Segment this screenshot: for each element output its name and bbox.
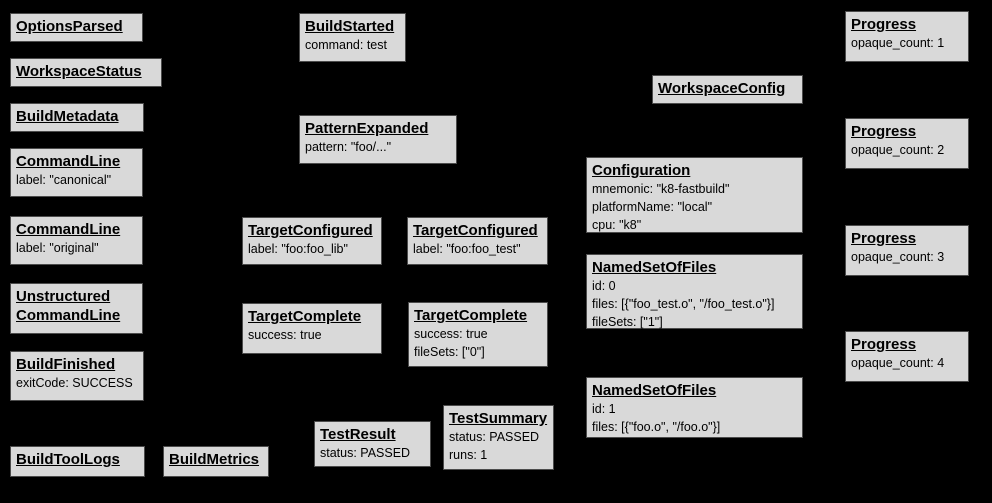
event-title: Progress xyxy=(851,123,917,140)
event-title: TargetComplete xyxy=(414,307,528,324)
event-box-command-line-original: CommandLine label: "original" xyxy=(10,216,143,265)
event-box-progress-3: Progress opaque_count: 3 xyxy=(845,225,969,276)
event-field: label: "original" xyxy=(16,241,99,255)
event-box-command-line-canonical: CommandLine label: "canonical" xyxy=(10,148,143,197)
event-field: files: [{"foo_test.o", "/foo_test.o"}] xyxy=(592,297,775,311)
event-field: success: true xyxy=(248,328,322,342)
event-title: Progress xyxy=(851,230,917,247)
event-field: cpu: "k8" xyxy=(592,218,642,232)
event-field: label: "canonical" xyxy=(16,173,112,187)
event-box-named-set-of-files-1: NamedSetOfFiles id: 1 files: [{"foo.o", "/… xyxy=(586,377,803,438)
event-title: BuildMetrics xyxy=(169,451,260,468)
event-title: PatternExpanded xyxy=(305,120,429,137)
event-title: Progress xyxy=(851,16,917,33)
event-box-progress-1: Progress opaque_count: 1 xyxy=(845,11,969,62)
event-field: label: "foo:foo_test" xyxy=(413,242,521,256)
event-title: TestSummary xyxy=(449,410,548,427)
event-box-options-parsed: OptionsParsed xyxy=(10,13,143,42)
event-box-target-complete-foo-lib: TargetComplete success: true xyxy=(242,303,382,354)
event-box-named-set-of-files-0: NamedSetOfFiles id: 0 files: [{"foo_test.o… xyxy=(586,254,803,329)
event-field: runs: 1 xyxy=(449,448,488,462)
event-title: NamedSetOfFiles xyxy=(592,259,717,276)
event-field: opaque_count: 3 xyxy=(851,250,945,264)
event-title: TargetConfigured xyxy=(413,222,538,239)
event-field: success: true xyxy=(414,327,488,341)
event-title: TargetConfigured xyxy=(248,222,373,239)
event-box-progress-4: Progress opaque_count: 4 xyxy=(845,331,969,382)
event-box-workspace-status: WorkspaceStatus xyxy=(10,58,162,87)
event-box-test-result: TestResult status: PASSED xyxy=(314,421,431,467)
event-box-build-finished: BuildFinished exitCode: SUCCESS xyxy=(10,351,144,401)
event-field: mnemonic: "k8-fastbuild" xyxy=(592,182,730,196)
event-box-build-metadata: BuildMetadata xyxy=(10,103,144,132)
event-field: exitCode: SUCCESS xyxy=(16,376,133,390)
event-field: pattern: "foo/..." xyxy=(305,140,392,154)
event-field: id: 1 xyxy=(592,402,616,416)
event-field: status: PASSED xyxy=(449,430,540,444)
event-box-progress-2: Progress opaque_count: 2 xyxy=(845,118,969,169)
event-title: Progress xyxy=(851,336,917,353)
event-field: platformName: "local" xyxy=(592,200,713,214)
event-title: BuildStarted xyxy=(305,18,395,35)
event-title: Unstructured CommandLine xyxy=(16,288,121,324)
event-field: id: 0 xyxy=(592,279,616,293)
event-box-target-configured-foo-test: TargetConfigured label: "foo:foo_test" xyxy=(407,217,548,265)
event-field: opaque_count: 1 xyxy=(851,36,945,50)
event-title: TestResult xyxy=(320,426,396,443)
event-box-build-metrics: BuildMetrics xyxy=(163,446,269,477)
event-field: command: test xyxy=(305,38,387,52)
event-box-pattern-expanded: PatternExpanded pattern: "foo/..." xyxy=(299,115,457,164)
event-title: Configuration xyxy=(592,162,691,179)
event-title: TargetComplete xyxy=(248,308,362,325)
event-title: BuildFinished xyxy=(16,356,116,373)
event-box-workspace-config: WorkspaceConfig xyxy=(652,75,803,104)
event-field: fileSets: ["0"] xyxy=(414,345,485,359)
event-field: label: "foo:foo_lib" xyxy=(248,242,348,256)
event-title: WorkspaceConfig xyxy=(658,80,786,97)
event-title: WorkspaceStatus xyxy=(16,63,142,80)
event-box-target-configured-foo-lib: TargetConfigured label: "foo:foo_lib" xyxy=(242,217,382,265)
event-field: opaque_count: 2 xyxy=(851,143,945,157)
event-box-build-started: BuildStarted command: test xyxy=(299,13,406,62)
event-box-unstructured-command-line: Unstructured CommandLine xyxy=(10,283,143,334)
event-box-configuration: Configuration mnemonic: "k8-fastbuild" pla… xyxy=(586,157,803,233)
event-title: OptionsParsed xyxy=(16,18,123,35)
event-title: BuildMetadata xyxy=(16,108,119,125)
event-field: fileSets: ["1"] xyxy=(592,315,663,329)
event-title: NamedSetOfFiles xyxy=(592,382,717,399)
event-box-target-complete-foo-test: TargetComplete success: true fileSets: ["0… xyxy=(408,302,548,367)
event-box-test-summary: TestSummary status: PASSED runs: 1 xyxy=(443,405,554,470)
event-field: files: [{"foo.o", "/foo.o"}] xyxy=(592,420,721,434)
event-box-build-tool-logs: BuildToolLogs xyxy=(10,446,145,477)
event-field: opaque_count: 4 xyxy=(851,356,945,370)
event-title: CommandLine xyxy=(16,153,121,170)
event-title: BuildToolLogs xyxy=(16,451,120,468)
event-title: CommandLine xyxy=(16,221,121,238)
event-field: status: PASSED xyxy=(320,446,411,460)
